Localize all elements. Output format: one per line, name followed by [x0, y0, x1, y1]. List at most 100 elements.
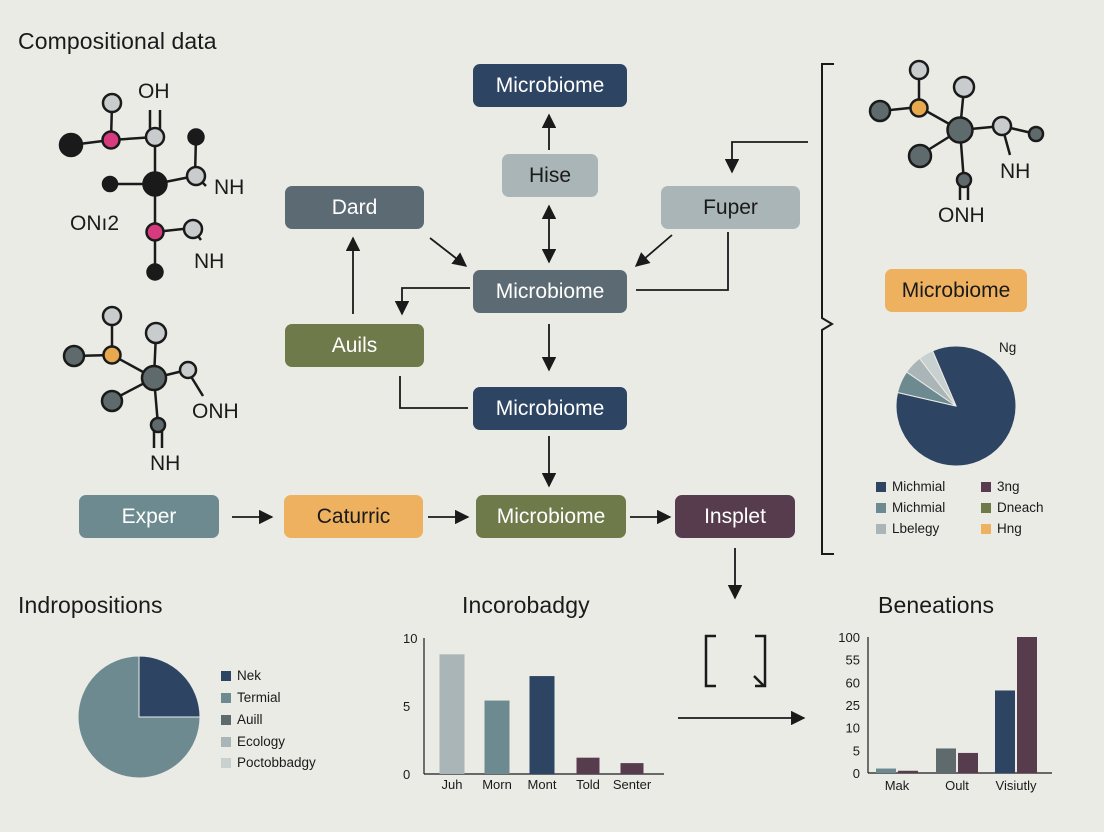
ben-bar	[995, 690, 1015, 773]
ben-x-tick: Oult	[945, 778, 969, 793]
inc-bar	[620, 763, 644, 774]
side-legend-label: Michmial	[892, 479, 946, 494]
inc-bar	[484, 700, 510, 774]
right-brace	[821, 63, 834, 555]
box-auils[interactable]: Auils	[285, 324, 424, 367]
molecule-top-right	[868, 59, 1045, 200]
box-microbiome-top[interactable]: Microbiome	[473, 64, 627, 107]
ind-pie-slice	[77, 655, 201, 779]
inc-bar	[576, 757, 600, 774]
side-legend-label: 3ng	[997, 479, 1020, 494]
ind-legend-label: Poctobbadgy	[237, 755, 316, 770]
ben-bar	[958, 752, 978, 773]
side-legend-swatch	[981, 523, 991, 534]
side-pie-chart	[895, 345, 1017, 467]
side-pie-slice	[918, 350, 957, 407]
ind-legend-label: Nek	[237, 668, 262, 683]
side-legend-item: Dneach	[981, 500, 1044, 515]
label-nh-mid: NH	[150, 452, 181, 475]
ind-legend-swatch	[221, 670, 231, 681]
inc-x-tick: Morn	[482, 777, 512, 792]
inc-x-tick: Mont	[528, 777, 557, 792]
ind-legend-item: Ecology	[221, 734, 285, 749]
label-nh-right: NH	[1000, 160, 1031, 183]
ind-legend-swatch	[221, 736, 231, 747]
inc-y-tick: 10	[403, 631, 417, 646]
ben-bar	[1017, 637, 1037, 773]
ben-bar	[936, 748, 956, 773]
ben-y-tick: 55	[846, 653, 860, 668]
inc-x-tick: Told	[576, 777, 600, 792]
ind-legend-label: Ecology	[237, 734, 286, 749]
heading-compositional-data: Compositional data	[18, 28, 217, 54]
inc-x-tick: Senter	[613, 777, 652, 792]
label-nh-upper: NH	[214, 176, 245, 199]
indropositions-pie-chart	[77, 655, 201, 779]
ind-pie-slice	[138, 655, 201, 718]
side-legend-swatch	[981, 481, 991, 492]
ind-legend-swatch	[221, 757, 231, 768]
ind-legend-item: Nek	[221, 668, 261, 683]
heading-incorobadgy: Incorobadgy	[462, 592, 590, 618]
box-exper[interactable]: Exper	[79, 495, 219, 538]
ben-y-tick: 25	[846, 698, 860, 713]
inc-bar	[529, 676, 555, 774]
ben-y-tick: 10	[846, 721, 860, 736]
label-onh-mid: ONH	[192, 400, 239, 423]
inc-y-tick: 5	[403, 699, 410, 714]
molecule-mid-left	[62, 305, 205, 448]
side-legend-swatch	[876, 481, 886, 492]
ind-legend-swatch	[221, 714, 231, 725]
box-insplet[interactable]: Insplet	[675, 495, 795, 538]
ben-y-tick: 60	[846, 675, 860, 690]
ben-bar	[876, 768, 896, 773]
box-fuper[interactable]: Fuper	[661, 186, 800, 229]
heading-beneations: Beneations	[878, 592, 995, 618]
side-legend-item: Hng	[981, 521, 1022, 536]
side-legend-item: Michmial	[876, 479, 945, 494]
ind-legend-swatch	[221, 692, 231, 703]
box-hise[interactable]: Hise	[502, 154, 598, 197]
side-legend-swatch	[981, 502, 991, 513]
ben-y-tick: 5	[853, 743, 860, 758]
box-microbiome-pipeline[interactable]: Microbiome	[476, 495, 626, 538]
side-legend-swatch	[876, 523, 886, 534]
inc-bar	[439, 654, 465, 774]
ben-y-tick: 100	[838, 630, 860, 645]
bracket-icon	[704, 634, 767, 688]
label-onh-right: ONH	[938, 204, 985, 227]
side-legend-label: Dneach	[997, 500, 1044, 515]
box-dard[interactable]: Dard	[285, 186, 424, 229]
ben-bar	[898, 770, 918, 773]
ben-y-tick: 0	[853, 766, 860, 781]
side-legend-swatch	[876, 502, 886, 513]
ben-x-tick: Mak	[885, 778, 910, 793]
box-microbiome-center[interactable]: Microbiome	[473, 270, 627, 313]
ben-x-tick: Visiutly	[996, 778, 1037, 793]
label-nh-lower: NH	[194, 250, 225, 273]
ind-legend-label: Termial	[237, 690, 281, 705]
side-legend-label: Hng	[997, 521, 1022, 536]
ind-legend-label: Auill	[237, 712, 263, 727]
ind-legend-item: Termial	[221, 690, 281, 705]
box-microbiome-lower[interactable]: Microbiome	[473, 387, 627, 430]
ind-legend-item: Poctobbadgy	[221, 755, 316, 770]
side-legend-item: Michmial	[876, 500, 945, 515]
ind-legend-item: Auill	[221, 712, 263, 727]
label-oh: OH	[138, 80, 170, 103]
side-pie-label: Ng	[999, 340, 1017, 355]
side-legend-item: Lbelegy	[876, 521, 939, 536]
box-caturric[interactable]: Caturric	[284, 495, 423, 538]
inc-x-tick: Juh	[442, 777, 463, 792]
side-legend-label: Michmial	[892, 500, 946, 515]
flow-connectors	[232, 113, 808, 726]
side-legend-label: Lbelegy	[892, 521, 940, 536]
box-microbiome-side[interactable]: Microbiome	[885, 269, 1027, 312]
side-legend-item: 3ng	[981, 479, 1020, 494]
label-oni2: ONı2	[70, 212, 120, 235]
molecule-top-left	[58, 92, 207, 281]
heading-indropositions: Indropositions	[18, 592, 163, 618]
